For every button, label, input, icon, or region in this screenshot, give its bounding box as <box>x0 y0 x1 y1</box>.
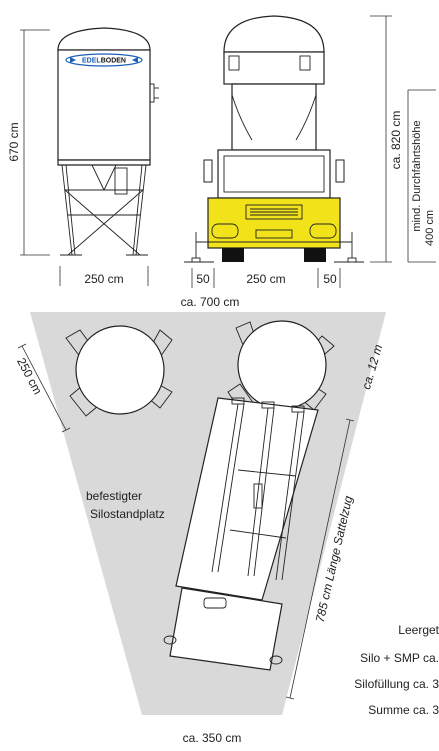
silo-width-label: 250 cm <box>84 272 123 286</box>
silo-height-dimension: 670 cm <box>7 29 50 256</box>
clearance-value: 400 cm <box>424 210 436 246</box>
silo-circle-right <box>237 320 327 410</box>
plan-trailer <box>175 397 319 601</box>
area-label-line1: befestigter <box>86 489 142 503</box>
cab-outline <box>169 587 283 671</box>
truck-silo-latch-left <box>228 55 240 71</box>
silo-support-frame <box>60 164 148 256</box>
clearance-dimension: mind. Durchfahrtshöhe 400 cm <box>407 89 436 263</box>
area-label-line2: Silostandplatz <box>90 507 165 521</box>
silo-body <box>57 49 151 161</box>
silo-front-view: 670 cm EDELBODEN <box>7 27 159 286</box>
truck-grille <box>245 204 303 220</box>
svg-text:EDELBODEN: EDELBODEN <box>82 58 126 65</box>
plan-truck-cab <box>163 587 283 671</box>
truck-yellow-front <box>207 197 341 249</box>
truck-stabilizers <box>184 232 364 263</box>
clearance-label: mind. Durchfahrtshöhe <box>411 120 423 231</box>
plan-top-width-label: ca. 700 cm <box>181 295 240 309</box>
truck-cab <box>217 149 331 199</box>
silo-dome-top <box>57 27 151 51</box>
silo-circle-left <box>75 325 165 415</box>
margin-left-label: 50 <box>196 272 210 286</box>
silo-diameter-label: 250 cm <box>14 355 45 396</box>
weights-list: Leerget Silo + SMP ca. Silofüllung ca. 3… <box>354 623 439 717</box>
truck-wheel-left <box>222 248 244 262</box>
plan-silo-right <box>227 320 335 415</box>
silo-side-fitting <box>149 83 159 103</box>
logo-text-prefix: EDEL <box>82 58 101 65</box>
truck-mirror-left <box>203 159 213 183</box>
weight-empty: Leerget <box>398 623 439 637</box>
plan-silo-left <box>65 325 173 417</box>
truck-silo-latch-right <box>299 55 311 71</box>
truck-mirror-right <box>335 159 345 183</box>
silo-cone <box>57 159 151 166</box>
silo-width-dimension: 250 cm <box>59 266 149 286</box>
truck-headlight-right <box>309 223 337 239</box>
plan-view: ca. 700 cm 250 cm ca. 12 m <box>14 295 386 745</box>
edelboden-logo: EDELBODEN <box>65 53 143 67</box>
truck-windshield <box>223 155 325 193</box>
silo-height-label: 670 cm <box>7 122 21 161</box>
truck-front-view: 50 250 cm 50 ca. 820 cm mind. Durchfahrt… <box>184 15 436 288</box>
truck-headlight-left <box>211 223 239 239</box>
truck-width-label: 250 cm <box>246 272 285 286</box>
weight-silo-smp: Silo + SMP ca. <box>360 651 439 665</box>
plan-bottom-width-label: ca. 350 cm <box>183 731 242 745</box>
truck-wheel-right <box>304 248 326 262</box>
truck-width-dimension: 50 250 cm 50 <box>191 268 341 288</box>
trailer-outline <box>175 397 319 601</box>
truck-silo-dome <box>223 15 325 53</box>
logo-text-suffix: BODEN <box>101 58 126 65</box>
truck-plate <box>255 229 293 239</box>
weight-total: Summe ca. 3 <box>368 703 439 717</box>
truck-silo-lower <box>231 83 317 151</box>
weight-filling: Silofüllung ca. 3 <box>354 677 439 691</box>
total-height-label: ca. 820 cm <box>389 111 403 170</box>
margin-right-label: 50 <box>323 272 337 286</box>
truck-silo-body <box>223 51 325 85</box>
truck-height-dimension: ca. 820 cm <box>370 15 403 263</box>
